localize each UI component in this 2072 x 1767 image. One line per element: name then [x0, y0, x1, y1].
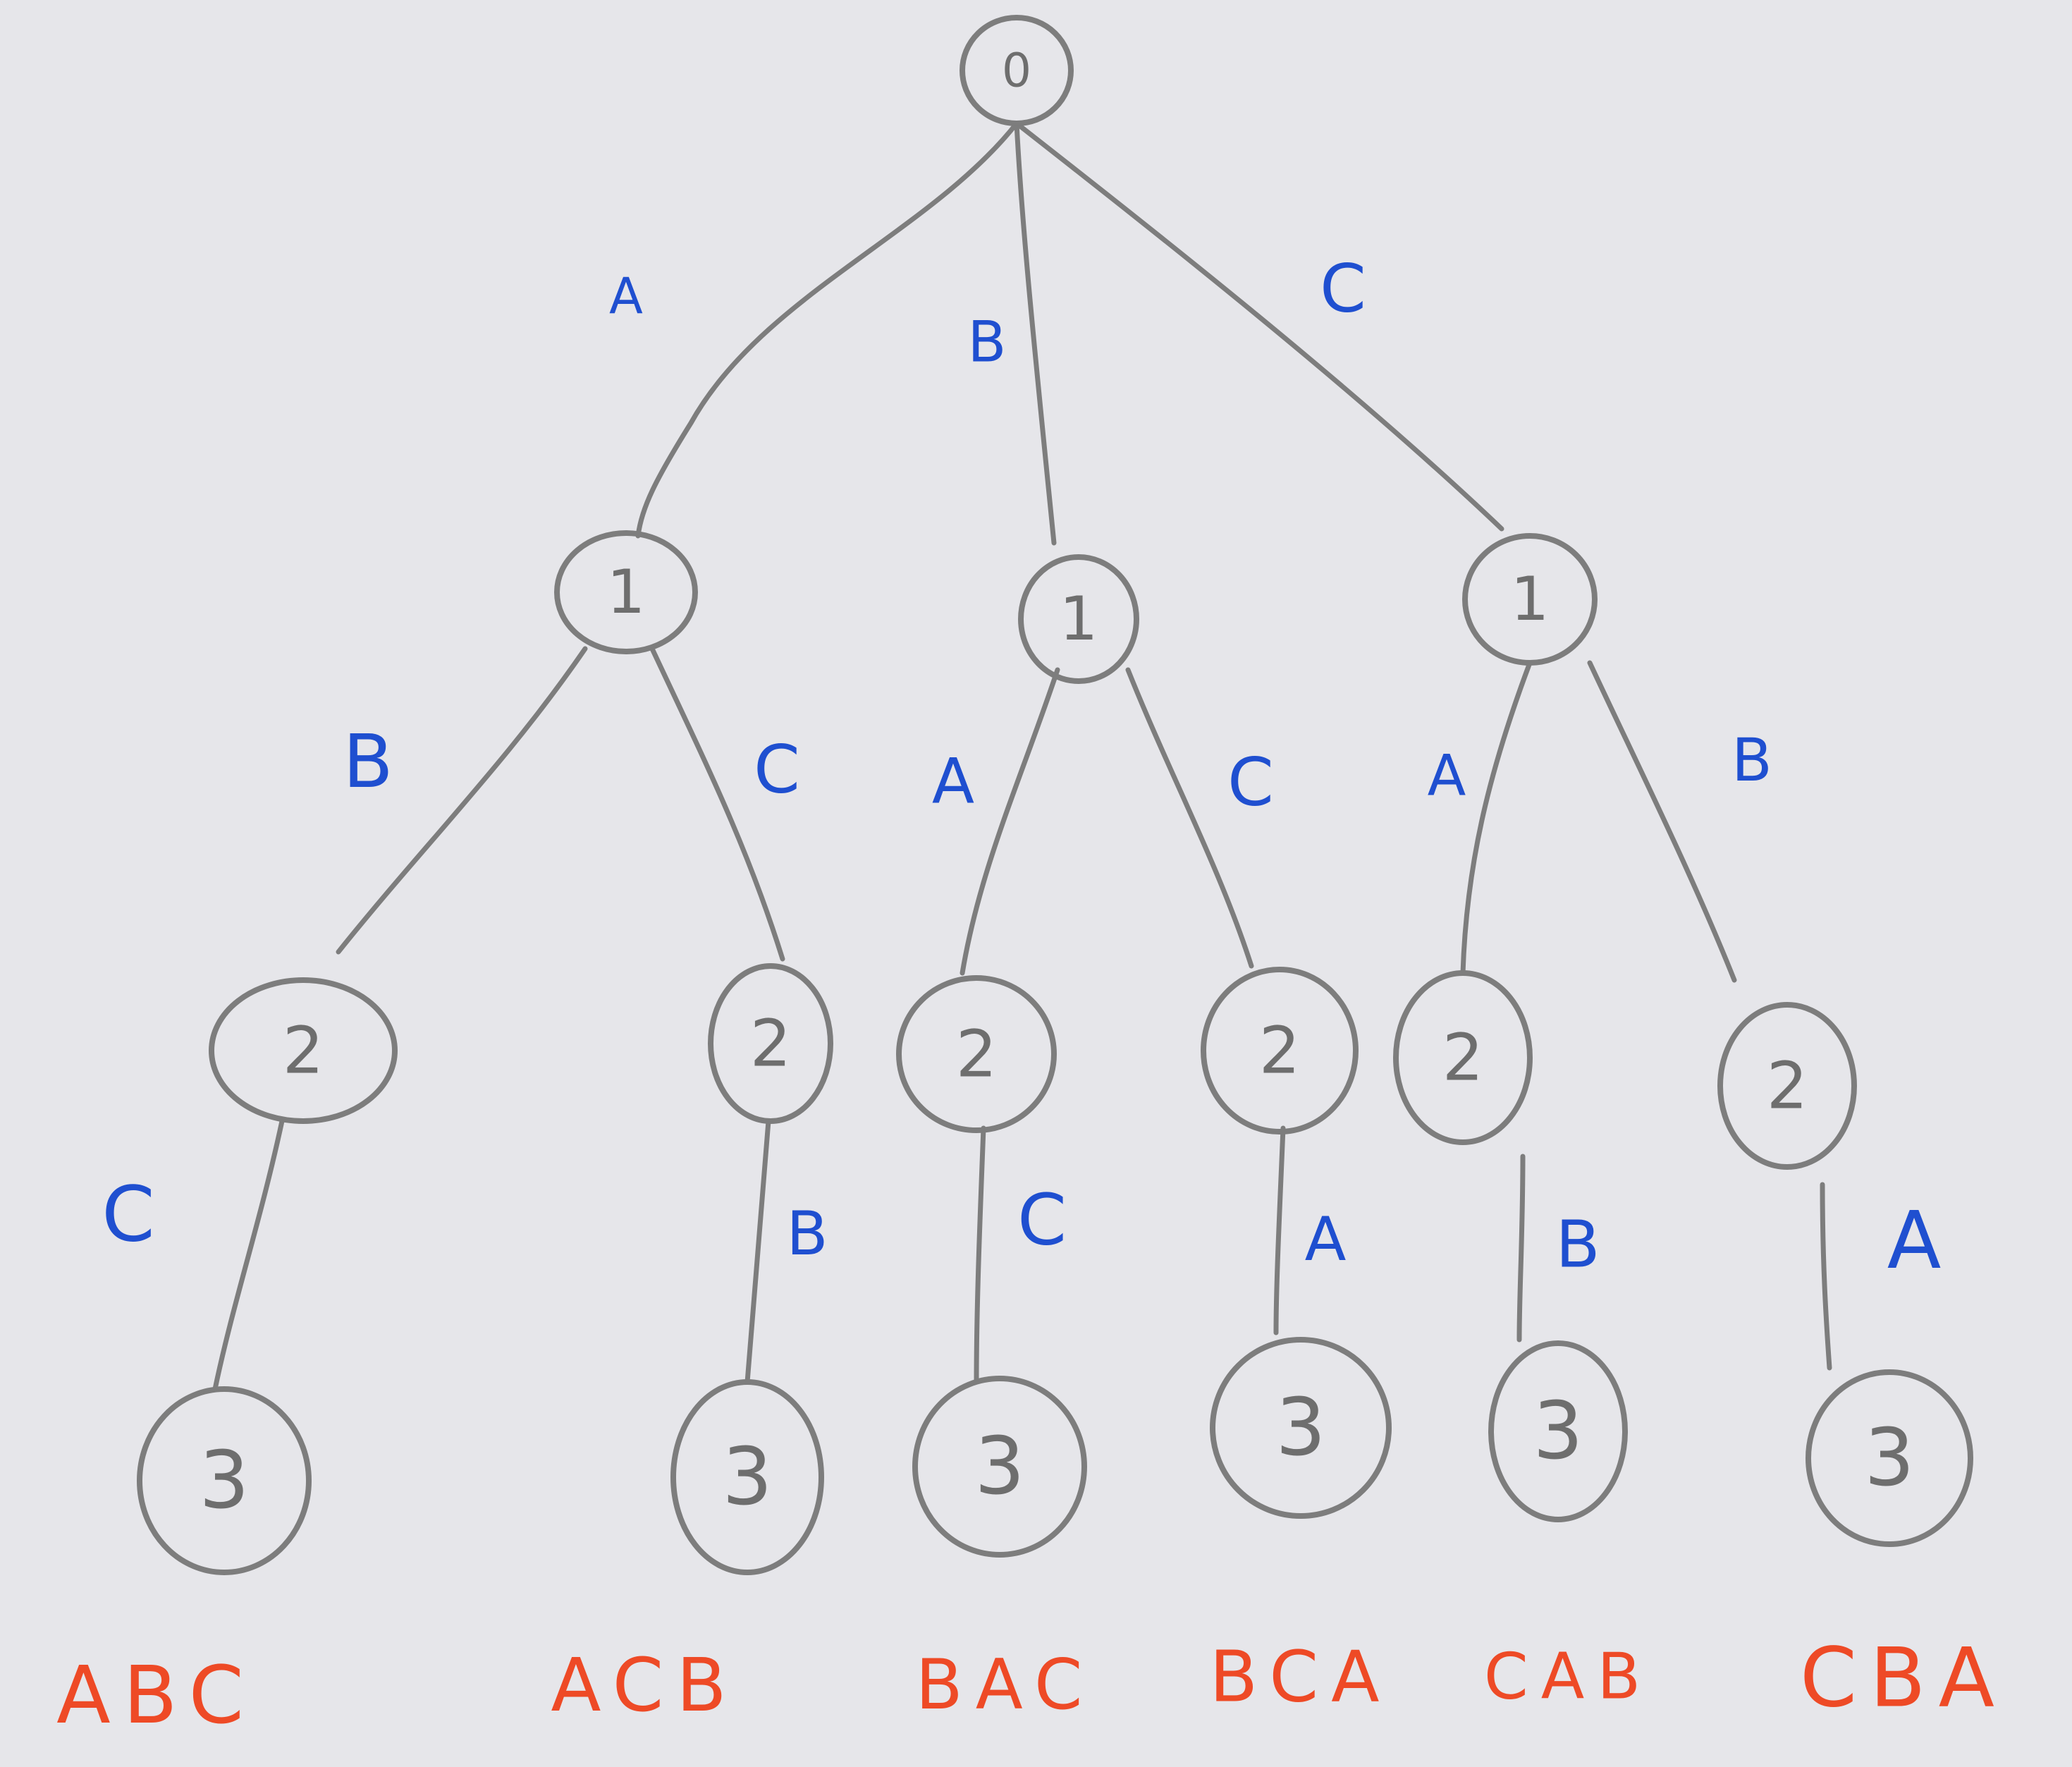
permutation-result-cba: CBA: [1800, 1631, 2007, 1726]
edge-label-a-c: C: [754, 732, 800, 809]
edge-label-b-a: A: [932, 745, 974, 818]
edge-label-ba-c: C: [1017, 1179, 1067, 1261]
node-label: 2: [956, 1017, 998, 1092]
edge-ab-to-abc: [212, 1118, 285, 1392]
tree-node-root: 0: [960, 15, 1074, 126]
tree-leaf-acb: 3: [670, 1379, 824, 1575]
edge-ca-to-cab: [1516, 1154, 1526, 1343]
tree-node-bc: 2: [1201, 967, 1359, 1135]
tree-node-b: 1: [1018, 554, 1139, 684]
tree-node-c: 1: [1462, 533, 1598, 666]
node-label: 1: [607, 557, 646, 628]
permutation-result-bac: BAC: [916, 1645, 1096, 1725]
edge-label-root-b: B: [968, 310, 1007, 375]
tree-node-ab: 2: [209, 977, 398, 1124]
tree-leaf-bca: 3: [1210, 1337, 1392, 1519]
edge-bc-to-bca: [1273, 1125, 1286, 1335]
leaf-label: 3: [722, 1431, 772, 1523]
edge-label-ac-b: B: [787, 1199, 828, 1269]
edge-c-to-cb: [1587, 660, 1737, 983]
leaf-label: 3: [1864, 1412, 1914, 1504]
edge-b-to-bc: [1125, 667, 1254, 969]
permutation-result-acb: ACB: [551, 1642, 739, 1728]
leaf-label: 3: [1275, 1382, 1325, 1474]
edge-label-root-c: C: [1320, 251, 1366, 328]
leaf-label: 3: [199, 1435, 249, 1527]
edge-c-to-ca: [1460, 660, 1533, 976]
edge-ac-to-acb: [744, 1118, 771, 1385]
edge-ba-to-bac: [974, 1125, 986, 1385]
edge-label-ca-b: B: [1555, 1207, 1600, 1283]
node-label: 2: [283, 1013, 324, 1089]
edge-cb-to-cba: [1820, 1182, 1832, 1371]
tree-node-cb: 2: [1717, 1002, 1857, 1170]
node-label: 2: [1442, 1020, 1484, 1096]
edge-a-to-ab: [336, 646, 588, 955]
edge-label-c-b: B: [1731, 726, 1772, 795]
node-label: 1: [1060, 584, 1098, 654]
edge-a-to-ac: [649, 646, 785, 962]
edge-label-bc-a: A: [1305, 1204, 1347, 1275]
tree-node-ac: 2: [708, 963, 833, 1124]
tree-node-ba: 2: [896, 975, 1057, 1133]
edge-label-c-a: A: [1428, 743, 1466, 809]
edge-label-cb-a: A: [1887, 1195, 1942, 1287]
tree-node-a: 1: [554, 530, 698, 654]
node-label: 2: [1767, 1048, 1808, 1124]
leaf-label: 3: [974, 1421, 1024, 1512]
leaf-label: 3: [1533, 1386, 1583, 1477]
node-label: 2: [750, 1006, 792, 1082]
node-label: 2: [1259, 1013, 1301, 1089]
node-label: 1: [1511, 564, 1550, 635]
edge-b-to-ba: [960, 667, 1060, 976]
permutation-result-cab: CAB: [1484, 1640, 1653, 1714]
edge-root-to-a: [635, 121, 1019, 539]
tree-leaf-bac: 3: [912, 1376, 1087, 1558]
permutation-result-bca: BCA: [1209, 1636, 1392, 1718]
node-label: 0: [1002, 44, 1031, 98]
tree-leaf-abc: 3: [137, 1386, 312, 1575]
edge-label-b-c: C: [1227, 745, 1274, 821]
edge-label-root-a: A: [609, 267, 643, 325]
edge-root-to-c: [1014, 121, 1504, 532]
edge-label-ab-c: C: [102, 1171, 154, 1259]
permutation-result-abc: ABC: [56, 1650, 257, 1742]
tree-leaf-cba: 3: [1806, 1369, 1973, 1547]
tree-leaf-cab: 3: [1488, 1340, 1628, 1522]
tree-node-ca: 2: [1393, 970, 1533, 1145]
edge-root-to-b: [1014, 121, 1057, 546]
edge-label-a-b: B: [343, 719, 393, 805]
